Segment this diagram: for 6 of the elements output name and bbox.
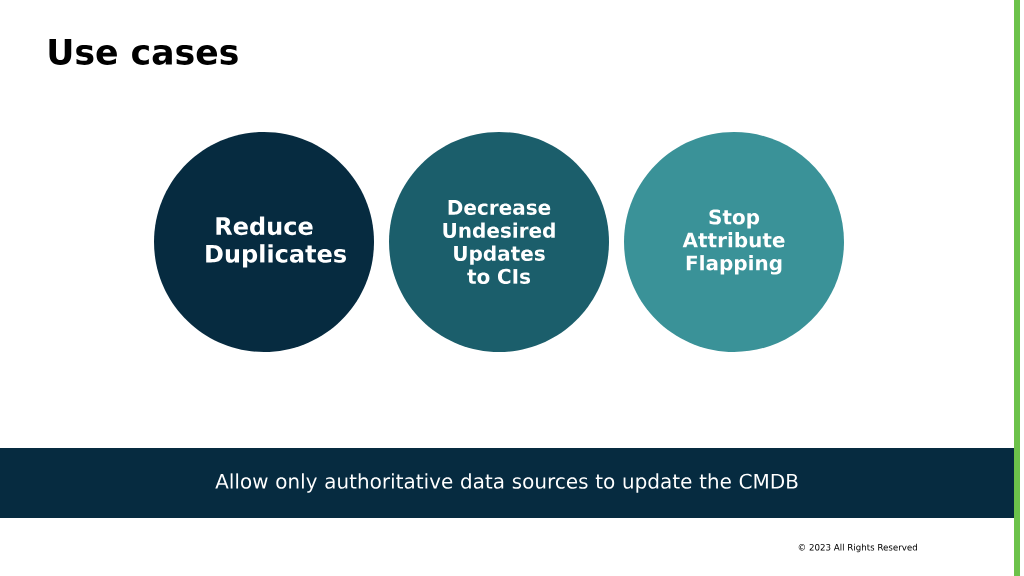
circle-node: Reduce Duplicates: [154, 132, 374, 352]
slide-title: Use cases: [49, 39, 238, 65]
banner: Allow only authoritative data sources to update the CMDB: [0, 448, 1014, 518]
circle-node: Stop Attribute Flapping: [624, 132, 844, 352]
circle-node: Decrease Undesired Updates to CIs: [389, 132, 609, 352]
copyright-note: © 2023 All Rights Reserved: [798, 543, 917, 553]
